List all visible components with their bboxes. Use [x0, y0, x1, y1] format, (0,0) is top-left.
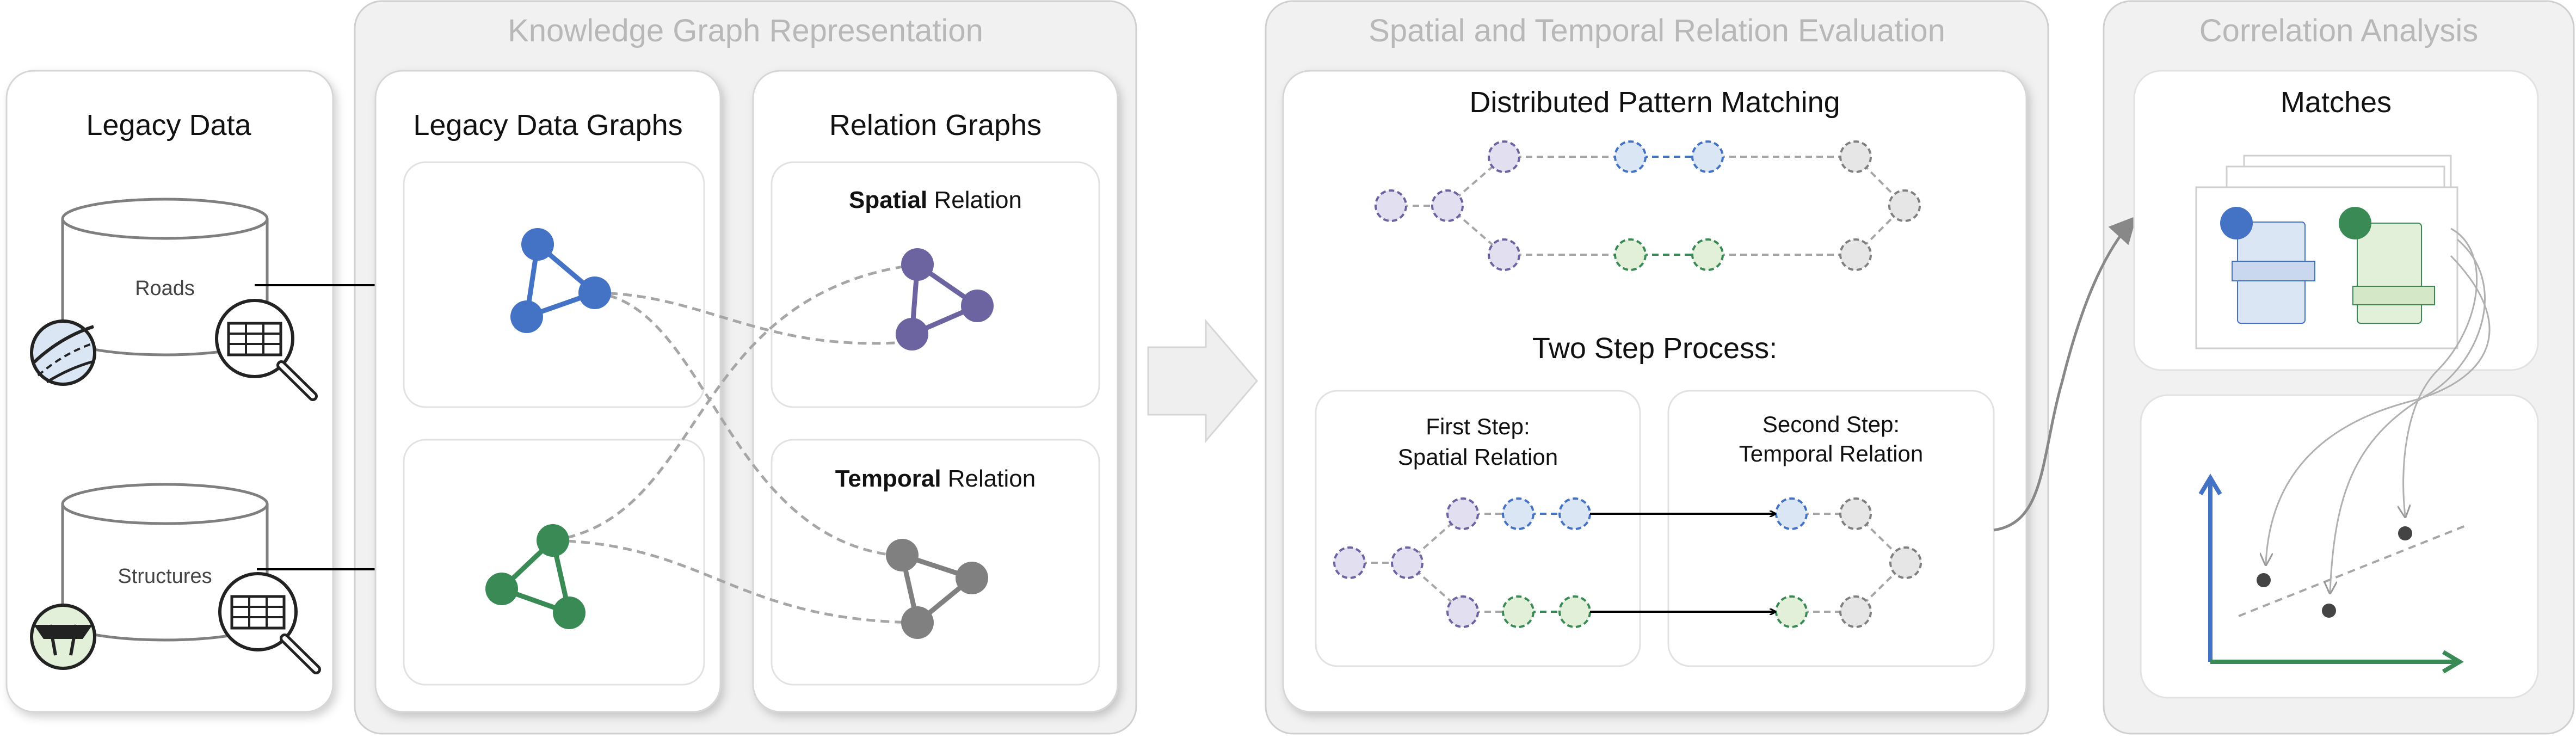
bridge-icon: [30, 604, 96, 670]
first-step-title: First Step:: [1426, 414, 1530, 439]
stage-title-knowledge-graph: Knowledge Graph Representation: [508, 13, 983, 48]
second-step-panel: [1667, 390, 1995, 667]
roads-graph: [510, 228, 611, 333]
match-to-point-links: [2266, 227, 2491, 592]
road-icon: [30, 319, 96, 386]
structures-graph: [485, 524, 586, 629]
magnifier-table-icon: [215, 299, 318, 401]
graph-link-lines: [552, 263, 918, 624]
first-step-subtitle: Spatial Relation: [1398, 444, 1558, 470]
legacy-graphs-title: Legacy Data Graphs: [413, 109, 682, 142]
spatial-relation-graph: [896, 248, 994, 350]
first-step-chain: [1333, 497, 1591, 628]
temporal-relation-label: Temporal Relation: [835, 465, 1036, 492]
second-step-title: Second Step:: [1762, 411, 1900, 437]
pattern-matching-title: Distributed Pattern Matching: [1469, 86, 1840, 119]
correlation-plot-card: [2140, 394, 2539, 699]
matches-title: Matches: [2281, 86, 2392, 119]
magnifier-table-icon: [218, 572, 321, 674]
second-step-chain: [1775, 497, 1922, 628]
correlation-plot: [2198, 473, 2469, 674]
db-label-structures: Structures: [118, 565, 212, 588]
match-cards-stack: [2195, 155, 2458, 349]
first-step-panel: [1315, 390, 1641, 667]
second-step-subtitle: Temporal Relation: [1739, 441, 1924, 466]
arrow-icon: [1993, 216, 2137, 532]
spatial-relation-panel: [771, 161, 1100, 408]
two-step-title: Two Step Process:: [1532, 332, 1777, 365]
temporal-relation-graph: [886, 539, 988, 639]
roads-graph-panel: [403, 161, 705, 408]
database-icon: [61, 483, 269, 642]
stage-title-correlation: Correlation Analysis: [2199, 13, 2479, 48]
flow-arrow-icon: [1147, 318, 1258, 444]
spatial-relation-label: Spatial Relation: [849, 187, 1022, 213]
legacy-data-title: Legacy Data: [86, 109, 251, 142]
structures-graph-panel: [403, 439, 705, 686]
db-label-roads: Roads: [135, 277, 195, 300]
temporal-relation-panel: [771, 439, 1100, 686]
pattern-chain: [1375, 140, 1921, 271]
stage-title-evaluation: Spatial and Temporal Relation Evaluation: [1369, 13, 1945, 48]
relation-graphs-title: Relation Graphs: [829, 109, 1042, 142]
